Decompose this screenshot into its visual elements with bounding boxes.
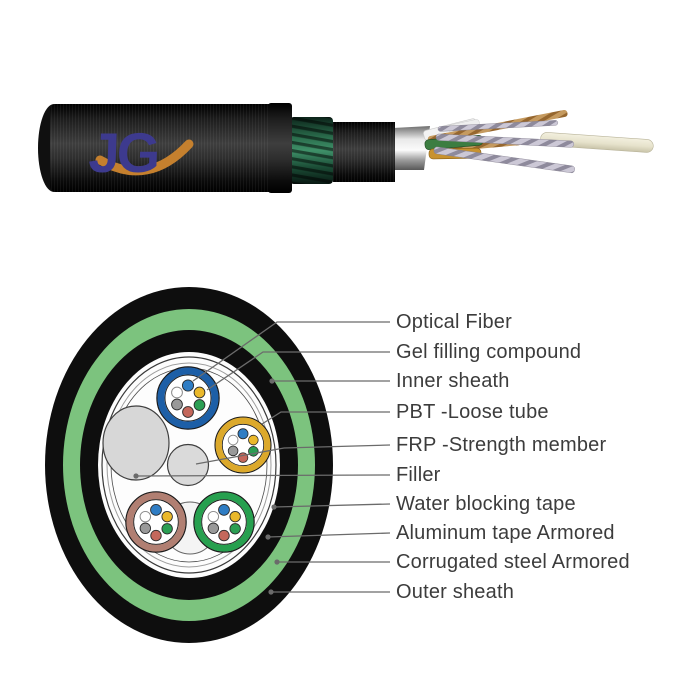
tube-inner-outline [133, 499, 179, 545]
loose-tube-green [193, 491, 255, 553]
leader-dot [268, 589, 274, 595]
jacket-collar [268, 103, 292, 193]
leader-dots [133, 378, 280, 595]
loose-tube-yellow [214, 416, 272, 474]
loose-tube-blue [156, 366, 220, 430]
tube-outline [125, 491, 187, 553]
loose-tube-brown [125, 491, 187, 553]
label-outer-sheath: Outer sheath [396, 581, 515, 603]
leader-dot [133, 473, 139, 479]
aluminum-tape [393, 126, 430, 170]
filler-circle-large [102, 405, 170, 481]
cross-section [45, 287, 333, 643]
leader-dot [269, 378, 275, 384]
silver-strand [437, 120, 559, 132]
label-optical-fiber: Optical Fiber [396, 311, 512, 333]
corrugated-steel-threads [290, 117, 333, 184]
tube-inner-outline [164, 374, 212, 422]
label-frp-strength-member: FRP -Strength member [396, 434, 607, 456]
tube-outline [156, 366, 220, 430]
tube-ring-blue [157, 367, 219, 429]
tube-outline [214, 416, 272, 474]
frp-rod [540, 132, 654, 153]
tube-inner-outline [221, 423, 265, 467]
leader-filler [135, 474, 391, 477]
leader-optical-fiber [192, 321, 390, 382]
tube-ring-yellow [215, 417, 271, 473]
label-inner-sheath: Inner sheath [396, 370, 510, 392]
label-aluminum-tape-armored: Aluminum tape Armored [396, 522, 615, 544]
leader-pbt-loose-tube [261, 411, 390, 425]
label-corrugated-steel-armored: Corrugated steel Armored [396, 551, 630, 573]
tube-outline [193, 491, 255, 553]
tube-ring-green [194, 492, 254, 552]
label-water-blocking-tape: Water blocking tape [396, 493, 576, 515]
label-filler: Filler [396, 464, 441, 486]
leader-dot [274, 559, 280, 565]
tube-ring-brown [126, 492, 186, 552]
brand-logo: JG [88, 121, 194, 184]
water-blocking-tape-ring [101, 356, 277, 574]
label-pbt-loose-tube: PBT -Loose tube [396, 401, 549, 423]
tape-ring-2 [106, 362, 272, 568]
leader-dot [265, 534, 271, 540]
silver-strand [433, 146, 575, 174]
cable-photo: JG [38, 103, 654, 193]
silver-strand [435, 133, 575, 148]
cable-jacket-texture [50, 104, 292, 192]
leader-aluminum-tape [267, 532, 391, 538]
leader-dot [271, 504, 277, 510]
leader-frp [195, 444, 391, 465]
tube-inner-outline [201, 499, 247, 545]
leader-lines [135, 321, 391, 593]
frp-strength-member [166, 443, 210, 487]
leader-water-blocking [273, 503, 391, 508]
inner-sheath-texture [333, 122, 395, 182]
label-gel-filling-compound: Gel filling compound [396, 341, 582, 363]
logo-text: JG [88, 121, 159, 184]
logo-orange-arc [95, 139, 194, 176]
leader-gel-filling [206, 351, 390, 391]
